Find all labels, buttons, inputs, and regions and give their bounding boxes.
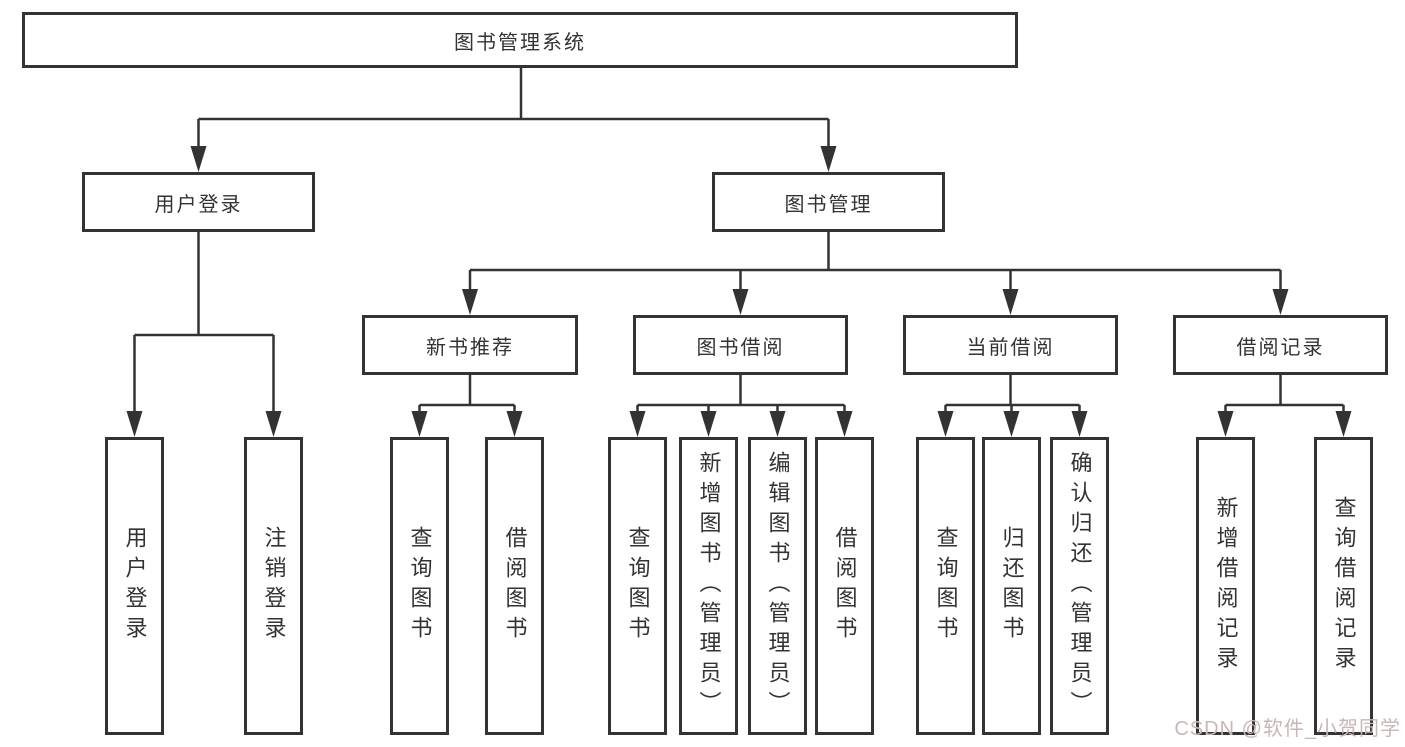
- leaf-recommend-borrow-books: 借阅图书: [485, 437, 544, 735]
- leaf-current-return-books: 归还图书: [982, 437, 1041, 735]
- arrowheads: [126, 146, 1352, 437]
- leaf-user-login: 用户登录: [105, 437, 164, 735]
- node-book-borrow: 图书借阅: [633, 315, 848, 375]
- node-root: 图书管理系统: [22, 12, 1018, 68]
- leaf-borrow-edit-books-admin: 编辑图书（管理员）: [748, 437, 807, 735]
- node-user-login: 用户登录: [82, 172, 315, 232]
- leaf-borrow-borrow-books: 借阅图书: [815, 437, 874, 735]
- leaf-logout: 注销登录: [244, 437, 303, 735]
- node-book-management: 图书管理: [712, 172, 945, 232]
- node-current-borrow: 当前借阅: [903, 315, 1118, 375]
- leaf-borrow-query-books: 查询图书: [608, 437, 667, 735]
- node-borrow-records: 借阅记录: [1173, 315, 1388, 375]
- leaf-current-query-books: 查询图书: [916, 437, 975, 735]
- leaf-borrow-add-books-admin: 新增图书（管理员）: [679, 437, 738, 735]
- leaf-current-confirm-return-admin: 确认归还（管理员）: [1050, 437, 1109, 735]
- node-new-book-recommend: 新书推荐: [362, 315, 578, 375]
- leaf-recommend-query-books: 查询图书: [390, 437, 449, 735]
- leaf-records-add-record: 新增借阅记录: [1196, 437, 1255, 735]
- leaf-records-query-record: 查询借阅记录: [1314, 437, 1373, 735]
